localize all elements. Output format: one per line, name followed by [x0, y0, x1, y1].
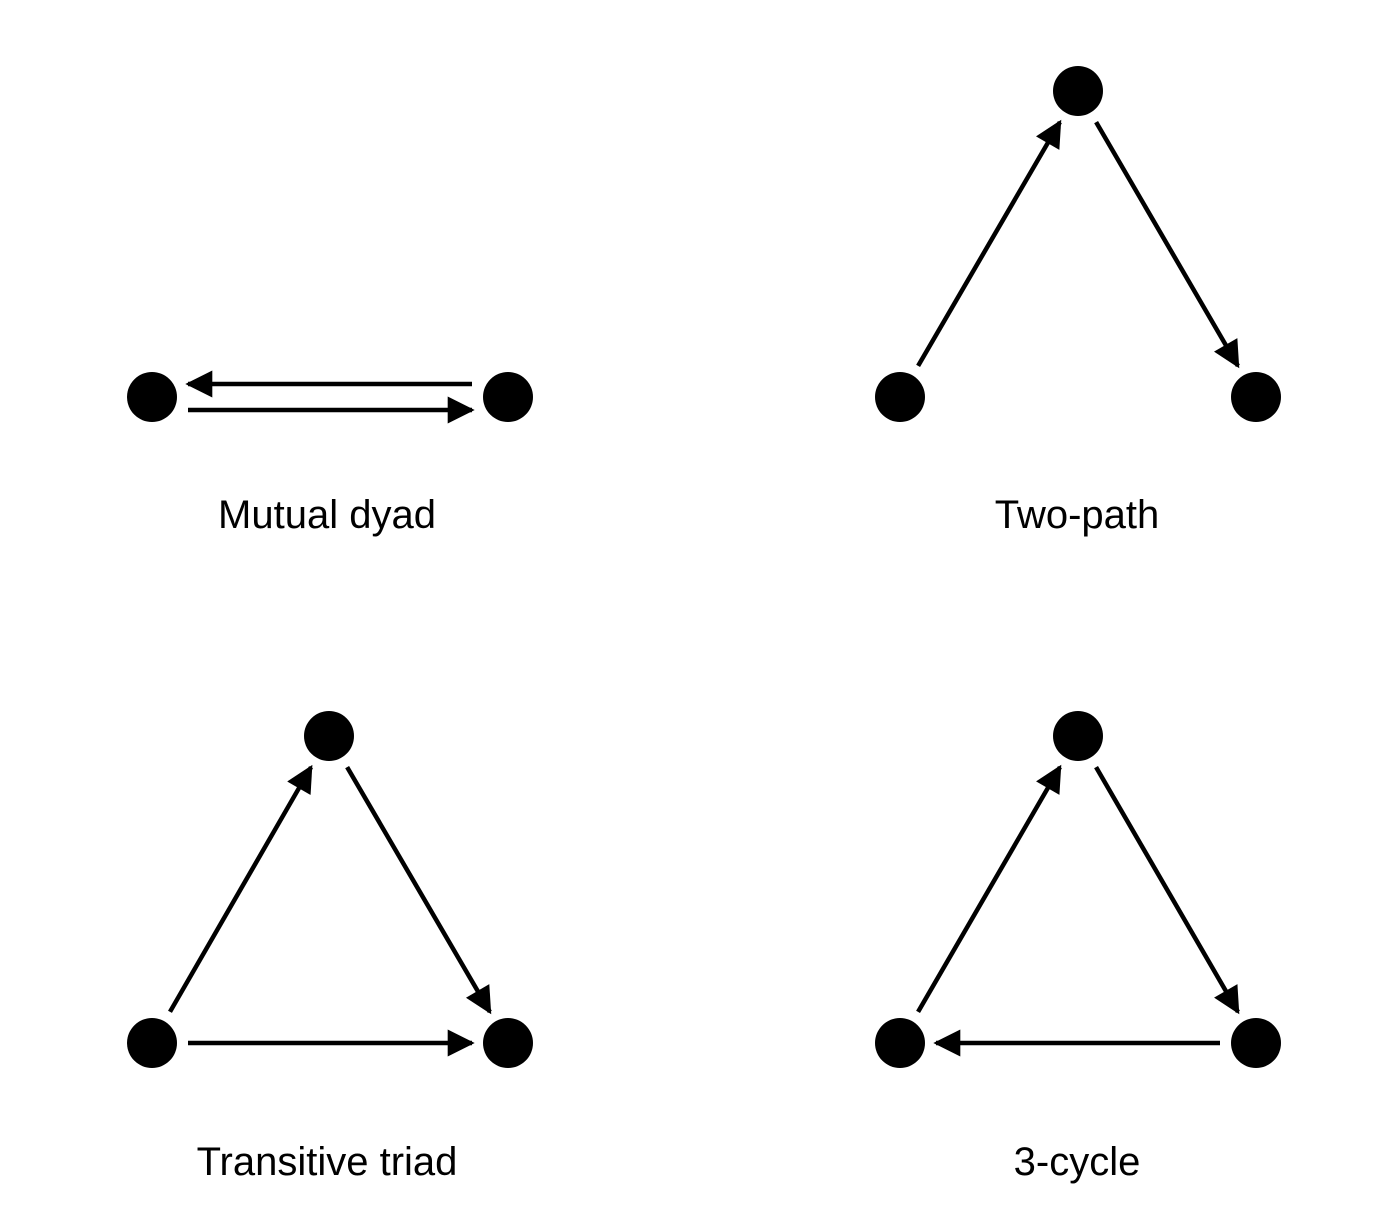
edge-b-to-c	[1094, 766, 1240, 1015]
panel-three-cycle: 3-cycle	[875, 711, 1281, 1184]
caption-mutual-dyad: Mutual dyad	[218, 493, 436, 537]
node-b	[483, 372, 533, 422]
edge-b-to-c	[345, 765, 492, 1015]
panel-mutual-dyad: Mutual dyad	[127, 370, 533, 537]
node-c	[1231, 1018, 1281, 1068]
caption-transitive-triad: Transitive triad	[197, 1140, 458, 1184]
node-a	[127, 372, 177, 422]
edge-a-to-b	[168, 764, 313, 1013]
panel-two-path: Two-path	[875, 66, 1281, 537]
node-a	[127, 1018, 177, 1068]
node-b	[304, 711, 354, 761]
node-c	[483, 1018, 533, 1068]
node-a	[875, 372, 925, 422]
caption-three-cycle: 3-cycle	[1014, 1140, 1141, 1184]
node-c	[1231, 372, 1281, 422]
edge-a-to-b	[916, 119, 1062, 368]
node-b	[1053, 66, 1103, 116]
node-a	[875, 1018, 925, 1068]
edge-b-to-c	[1094, 120, 1240, 369]
edge-a-to-b	[916, 764, 1062, 1013]
caption-two-path: Two-path	[995, 493, 1160, 537]
node-b	[1053, 711, 1103, 761]
panel-transitive-triad: Transitive triad	[127, 711, 533, 1184]
